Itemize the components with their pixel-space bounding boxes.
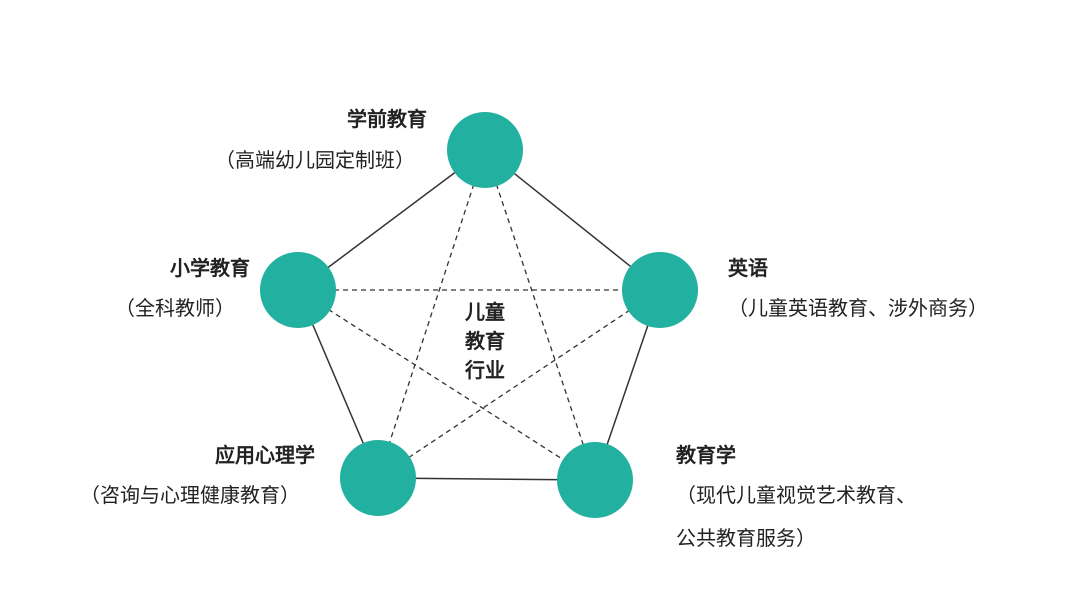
bottom-right-subtitle-line2: 公共教育服务） — [676, 526, 816, 550]
right-subtitle: （儿童英语教育、涉外商务） — [728, 296, 988, 320]
edge-left-top — [297, 149, 486, 291]
center-line-2: 教育 — [465, 329, 505, 353]
bottom-left-title: 应用心理学 — [215, 443, 315, 467]
right-title: 英语 — [728, 256, 768, 280]
bottom-right-subtitle: （现代儿童视觉艺术教育、 — [676, 483, 916, 507]
center-line-1: 儿童 — [465, 300, 505, 324]
center-line-3: 行业 — [465, 358, 505, 382]
diag-top-bottom-left — [377, 149, 486, 479]
node-right — [622, 252, 698, 328]
diag-right-bottom-left — [377, 289, 661, 479]
center-label: 儿童 教育 行业 — [445, 298, 525, 385]
bottom-left-subtitle: （咨询与心理健康教育） — [80, 483, 300, 507]
node-left — [260, 252, 336, 328]
node-bottom-right — [557, 442, 633, 518]
diag-left-bottom-right — [297, 289, 596, 481]
diag-top-bottom-right — [484, 149, 596, 481]
node-top — [447, 112, 523, 188]
top-subtitle: （高端幼儿园定制班） — [215, 148, 415, 172]
top-title: 学前教育 — [347, 107, 427, 131]
left-subtitle: （全科教师） — [115, 296, 235, 320]
left-title: 小学教育 — [170, 256, 250, 280]
node-bottom-left — [340, 440, 416, 516]
bottom-right-title: 教育学 — [676, 443, 736, 467]
